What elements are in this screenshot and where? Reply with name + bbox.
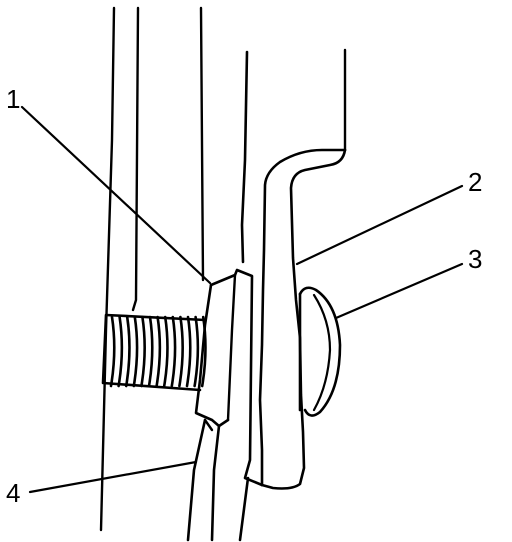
leader-3 — [334, 262, 464, 320]
stud-thread-ridge — [170, 315, 177, 388]
stud-thread-ridge — [147, 315, 154, 388]
hook-bracket-inner — [258, 148, 347, 487]
stud-thread-ridge — [117, 315, 124, 388]
leader-lines — [20, 105, 464, 494]
retainer-plate-inner-edge — [226, 273, 237, 422]
panel-lines — [99, 6, 214, 532]
retainer-plate-front — [209, 268, 264, 487]
pin-head — [298, 286, 342, 417]
leader-4 — [28, 460, 198, 494]
trim-panel-left-edge — [240, 50, 249, 264]
stud-thread-ridge — [185, 315, 192, 388]
callout-4: 4 — [6, 478, 20, 508]
trim-panel — [186, 50, 250, 542]
panel-line-inner-1 — [131, 6, 140, 312]
panel-line-inner-2 — [199, 6, 205, 282]
retainer-plate — [194, 268, 264, 487]
trim-panel-lower-right — [238, 476, 250, 542]
trim-panel-lower-mid — [210, 424, 221, 542]
stud-thread-ridge — [124, 315, 131, 388]
retainer-plate-left — [194, 283, 230, 428]
stud-thread-ridge — [178, 315, 184, 388]
trim-panel-lower-left — [186, 418, 207, 542]
callout-1: 1 — [6, 84, 20, 114]
stud-thread-ridge — [109, 315, 116, 388]
hook-bracket-outer — [260, 148, 347, 490]
panel-line-outer — [99, 6, 116, 532]
stud-thread-ridge — [155, 315, 162, 388]
stud-thread-ridge — [162, 315, 169, 388]
hook-bracket — [258, 148, 347, 490]
threaded-stud — [101, 313, 207, 392]
leader-1 — [20, 105, 212, 285]
leader-2 — [295, 184, 464, 266]
pin-head-rim — [312, 293, 332, 412]
callout-2: 2 — [468, 167, 482, 197]
pin-head-dome — [298, 286, 342, 417]
panel-line-lower — [203, 418, 214, 432]
stud-thread-ridge — [193, 315, 200, 388]
callout-3: 3 — [468, 244, 482, 274]
stud-threads — [109, 315, 207, 388]
stud-thread-ridge — [132, 315, 139, 388]
stud-thread-ridge — [200, 315, 207, 388]
stud-thread-ridge — [140, 315, 146, 388]
